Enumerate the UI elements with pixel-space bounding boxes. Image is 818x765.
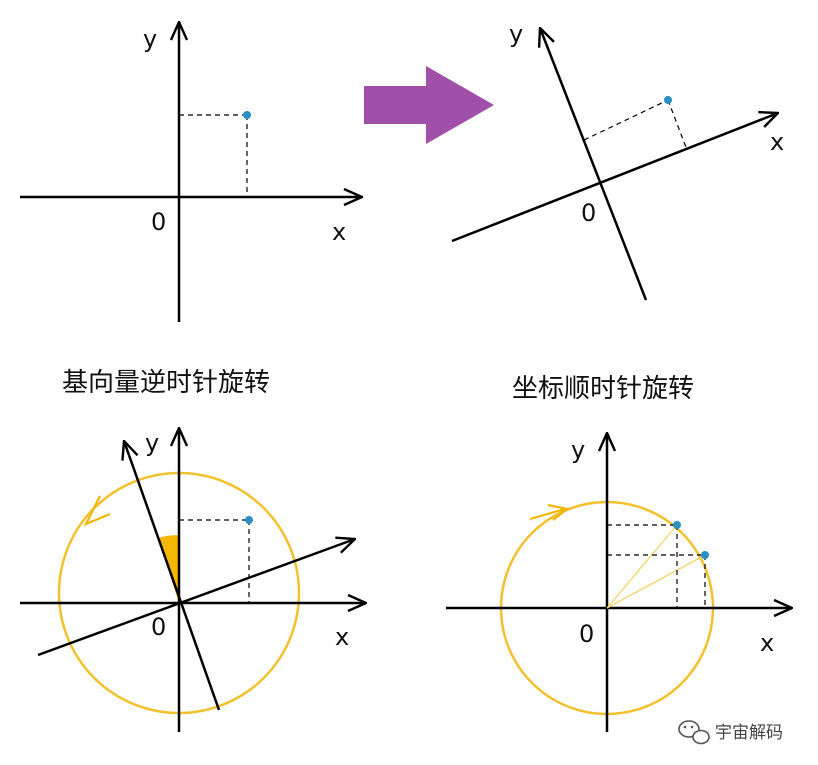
x-axis-label: x — [332, 218, 346, 246]
watermark-text: 宇宙解码 — [715, 723, 783, 743]
panel-bottom-right: y x 0 — [446, 433, 792, 732]
guide-line-original — [606, 554, 706, 609]
origin-label: 0 — [151, 208, 166, 236]
caption-basis-rotation: 基向量逆时针旋转 — [62, 368, 270, 398]
origin-label: 0 — [151, 613, 166, 641]
x-axis-label: x — [335, 623, 349, 651]
wechat-icon — [678, 720, 710, 745]
point-rotated — [701, 551, 709, 559]
origin-label: 0 — [579, 620, 594, 648]
y-axis-label: y — [509, 20, 523, 48]
point — [243, 111, 251, 119]
dashed-projection-x — [667, 99, 688, 151]
clockwise-arrow-icon — [547, 503, 570, 521]
y-axis-rotated — [124, 441, 221, 711]
x-axis-rotated — [37, 539, 355, 657]
panel-bottom-left: y x 0 — [20, 428, 366, 732]
x-axis-label: x — [770, 128, 784, 156]
point — [245, 516, 253, 524]
clockwise-arrow-stem — [529, 508, 566, 520]
guide-line-rotated — [606, 524, 678, 609]
y-axis-label: y — [145, 429, 159, 457]
point-original — [673, 521, 681, 529]
point — [664, 96, 672, 104]
origin-label: 0 — [581, 199, 596, 227]
panel-top-left: y x 0 — [20, 22, 362, 322]
transition-arrow-icon — [364, 66, 494, 144]
y-axis-label: y — [571, 436, 585, 464]
dashed-projection-y — [583, 99, 669, 141]
panel-top-right: y x 0 — [451, 20, 784, 301]
counterclockwise-arrow-icon — [83, 495, 111, 527]
watermark: 宇宙解码 — [678, 720, 783, 745]
x-axis-rotated — [451, 113, 778, 243]
y-axis-rotated — [540, 28, 648, 301]
caption-coordinate-rotation: 坐标顺时针旋转 — [512, 374, 694, 404]
y-axis-label: y — [143, 25, 157, 53]
x-axis-label: x — [760, 629, 774, 657]
